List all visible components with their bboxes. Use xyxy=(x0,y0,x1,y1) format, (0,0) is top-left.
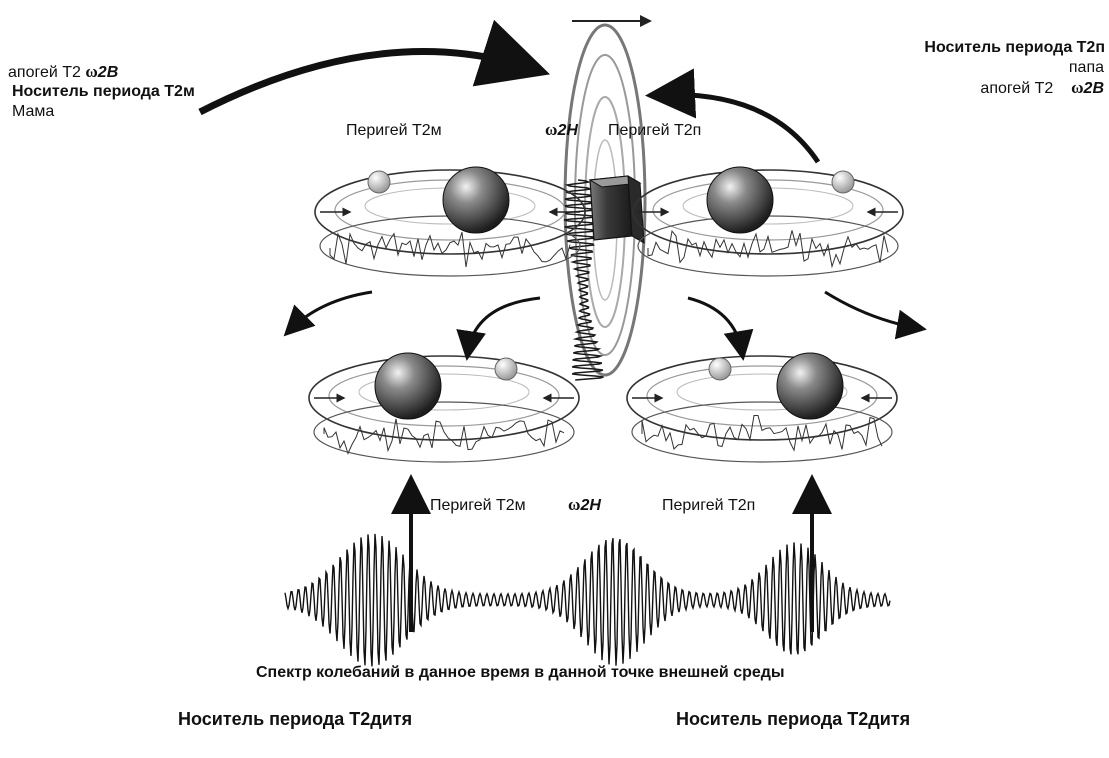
large-sphere xyxy=(777,353,843,419)
child-carrier-right: Носитель периода Т2дитя xyxy=(676,709,910,729)
mom-apogee-label: апогей Т2 ω2B xyxy=(8,62,118,83)
lower-orbit xyxy=(320,216,580,276)
arrow-outward-right xyxy=(825,292,918,328)
orbit-noise-wave xyxy=(648,230,888,266)
outer-orbit xyxy=(309,356,579,440)
orbit-noise-wave xyxy=(330,232,570,267)
spectrum-caption: Спектр колебаний в данное время в данной… xyxy=(256,663,785,683)
arrow-down-right xyxy=(688,298,742,352)
small-sphere xyxy=(832,171,854,193)
omega-2h-top: ω2H xyxy=(545,120,578,141)
orbital-unit-top-left xyxy=(315,167,585,276)
orbital-unit-top-right xyxy=(633,167,903,276)
arrow-down-left xyxy=(468,298,540,352)
child-carrier-left: Носитель периода Т2дитя xyxy=(178,709,412,729)
perigee-mom-bottom: Перигей Т2м xyxy=(430,496,526,516)
lower-orbit xyxy=(638,216,898,276)
small-sphere xyxy=(709,358,731,380)
arrow-outward-left xyxy=(290,292,372,330)
perigee-dad-top: Перигей Т2п xyxy=(608,121,701,141)
central-cube xyxy=(590,176,644,243)
oscillation-spectrum-wave xyxy=(285,534,890,667)
dad-carrier-title: Носитель периода Т2п xyxy=(924,38,1105,58)
large-sphere xyxy=(375,353,441,419)
arrow-left-to-center xyxy=(200,52,530,112)
large-sphere xyxy=(443,167,509,233)
orbital-unit-bottom-left xyxy=(309,353,579,462)
small-sphere xyxy=(495,358,517,380)
dad-label: папа xyxy=(1069,58,1104,78)
omega-2h-bottom: ω2H xyxy=(568,495,601,516)
perigee-dad-bottom: Перигей Т2п xyxy=(662,496,755,516)
large-sphere xyxy=(707,167,773,233)
orbit-noise-wave xyxy=(642,416,882,451)
orbital-unit-bottom-right xyxy=(627,353,897,462)
mom-carrier-title: Носитель периода Т2м xyxy=(12,82,195,102)
small-sphere xyxy=(368,171,390,193)
perigee-mom-top: Перигей Т2м xyxy=(346,121,442,141)
mom-label: Мама xyxy=(12,102,54,122)
outer-orbit xyxy=(627,356,897,440)
middle-orbit xyxy=(647,366,877,426)
orbit-noise-wave xyxy=(324,419,564,454)
middle-orbit xyxy=(329,366,559,426)
dad-apogee-label: апогей Т2 ω2B xyxy=(980,78,1104,99)
